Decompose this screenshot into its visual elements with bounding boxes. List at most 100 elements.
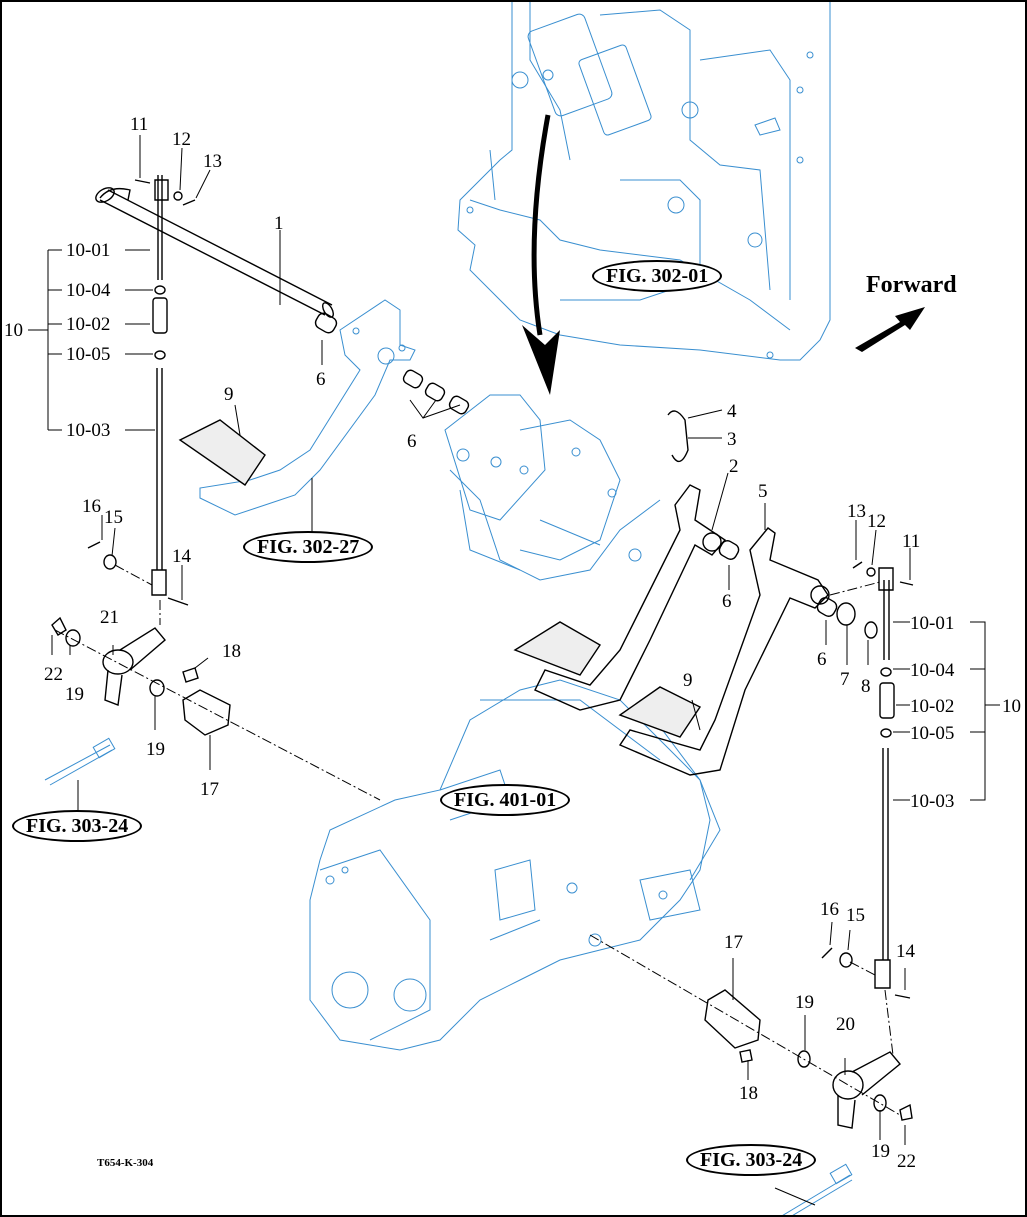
transmission-housing <box>309 679 721 1051</box>
callout-14: 14 <box>172 546 191 567</box>
callout-7: 7 <box>840 669 850 690</box>
parts <box>51 175 914 1129</box>
part-19-ring <box>797 1050 811 1068</box>
part-1-cross-shaft <box>95 187 334 318</box>
callout-19: 19 <box>146 739 165 760</box>
part-18-bolt <box>182 667 199 683</box>
callout-6: 6 <box>316 369 326 390</box>
callout-10: 10 <box>1002 696 1021 717</box>
callout-22: 22 <box>897 1151 916 1172</box>
fig-ref-303-24-right[interactable]: FIG. 303-24 <box>686 1144 817 1176</box>
part-17-pivot <box>704 989 761 1049</box>
callout-9: 9 <box>224 384 234 405</box>
left-pedal-arm <box>199 299 416 516</box>
part-9-pedal-pad <box>178 419 702 738</box>
fig-ref-401-01[interactable]: FIG. 401-01 <box>440 784 571 816</box>
callout-12: 12 <box>867 511 886 532</box>
callout-5: 5 <box>758 481 768 502</box>
part-16-pin <box>87 541 101 549</box>
callout-11: 11 <box>902 531 921 552</box>
callout-19: 19 <box>871 1141 890 1162</box>
firewall-plate <box>457 0 831 361</box>
callout-10-01: 10-01 <box>910 613 955 634</box>
callout-18: 18 <box>222 641 241 662</box>
part-13-cotter <box>182 199 196 206</box>
fig-ref-302-01[interactable]: FIG. 302-01 <box>592 260 723 292</box>
callout-18: 18 <box>739 1083 758 1104</box>
callout-10-03: 10-03 <box>910 791 955 812</box>
part-11-pin <box>899 581 914 586</box>
callout-10-04: 10-04 <box>66 280 111 301</box>
callout-10-05: 10-05 <box>910 723 955 744</box>
callout-15: 15 <box>104 507 123 528</box>
callout-17: 17 <box>200 779 219 800</box>
callout-10-02: 10-02 <box>66 314 111 335</box>
part-8-snap-ring <box>864 621 878 639</box>
part-22-grease-fitting <box>51 616 67 636</box>
callout-10-01: 10-01 <box>66 240 111 261</box>
callout-19: 19 <box>795 992 814 1013</box>
part-16-pin <box>821 947 833 959</box>
callout-22: 22 <box>44 664 63 685</box>
part-14-pin <box>894 994 911 999</box>
callout-13: 13 <box>203 151 222 172</box>
callout-21: 21 <box>100 607 119 628</box>
part-7-washer <box>836 602 856 626</box>
part-13-cotter <box>852 561 863 569</box>
callout-16: 16 <box>82 496 101 517</box>
forward-label: Forward <box>866 272 957 298</box>
part-14-pin <box>167 597 189 606</box>
part-20-lever <box>832 1051 901 1129</box>
assembly-arrow-icon <box>522 114 560 395</box>
callout-13: 13 <box>847 501 866 522</box>
callout-10-05: 10-05 <box>66 344 111 365</box>
callout-6: 6 <box>407 431 417 452</box>
callout-14: 14 <box>896 941 915 962</box>
right-rod-assembly <box>874 567 895 989</box>
fig-ref-302-27[interactable]: FIG. 302-27 <box>243 531 374 563</box>
part-6-bushing <box>314 312 838 617</box>
callout-15: 15 <box>846 905 865 926</box>
part-19-ring <box>873 1094 887 1112</box>
callout-12: 12 <box>172 129 191 150</box>
part-19-ring <box>149 679 165 697</box>
callout-10: 10 <box>4 320 23 341</box>
left-rod-assembly <box>151 175 169 596</box>
part-19-ring <box>65 629 81 647</box>
reference-assemblies <box>44 0 853 1217</box>
part-11-pin <box>134 179 151 184</box>
callout-11: 11 <box>130 114 149 135</box>
part-15-washer <box>839 952 853 968</box>
drawing-code: T654-K-304 <box>97 1157 154 1169</box>
callout-10-04: 10-04 <box>910 660 955 681</box>
callout-20: 20 <box>836 1014 855 1035</box>
callout-19: 19 <box>65 684 84 705</box>
part-18-bolt <box>739 1049 753 1063</box>
part-12-washer <box>173 191 183 201</box>
part-17-pivot <box>182 689 231 736</box>
callout-10-02: 10-02 <box>910 696 955 717</box>
left-cable-rod <box>44 744 111 781</box>
pedal-bracket <box>444 394 661 581</box>
part-2-pedal-arm <box>534 484 727 711</box>
part-12-washer <box>866 567 876 577</box>
leader-lines <box>28 135 1000 1206</box>
callout-2: 2 <box>729 456 739 477</box>
part-3-spring <box>667 410 689 463</box>
part-21-lever <box>102 627 166 706</box>
part-22-grease-fitting <box>899 1103 913 1121</box>
forward-arrow-icon <box>855 307 925 352</box>
fig-ref-303-24-left[interactable]: FIG. 303-24 <box>12 810 143 842</box>
callout-6: 6 <box>722 591 732 612</box>
callout-3: 3 <box>727 429 737 450</box>
callout-4: 4 <box>727 401 737 422</box>
callout-6: 6 <box>817 649 827 670</box>
callout-9: 9 <box>683 670 693 691</box>
part-15-washer <box>103 554 117 570</box>
callout-10-03: 10-03 <box>66 420 111 441</box>
callout-16: 16 <box>820 899 839 920</box>
callout-1: 1 <box>274 213 284 234</box>
callout-17: 17 <box>724 932 743 953</box>
